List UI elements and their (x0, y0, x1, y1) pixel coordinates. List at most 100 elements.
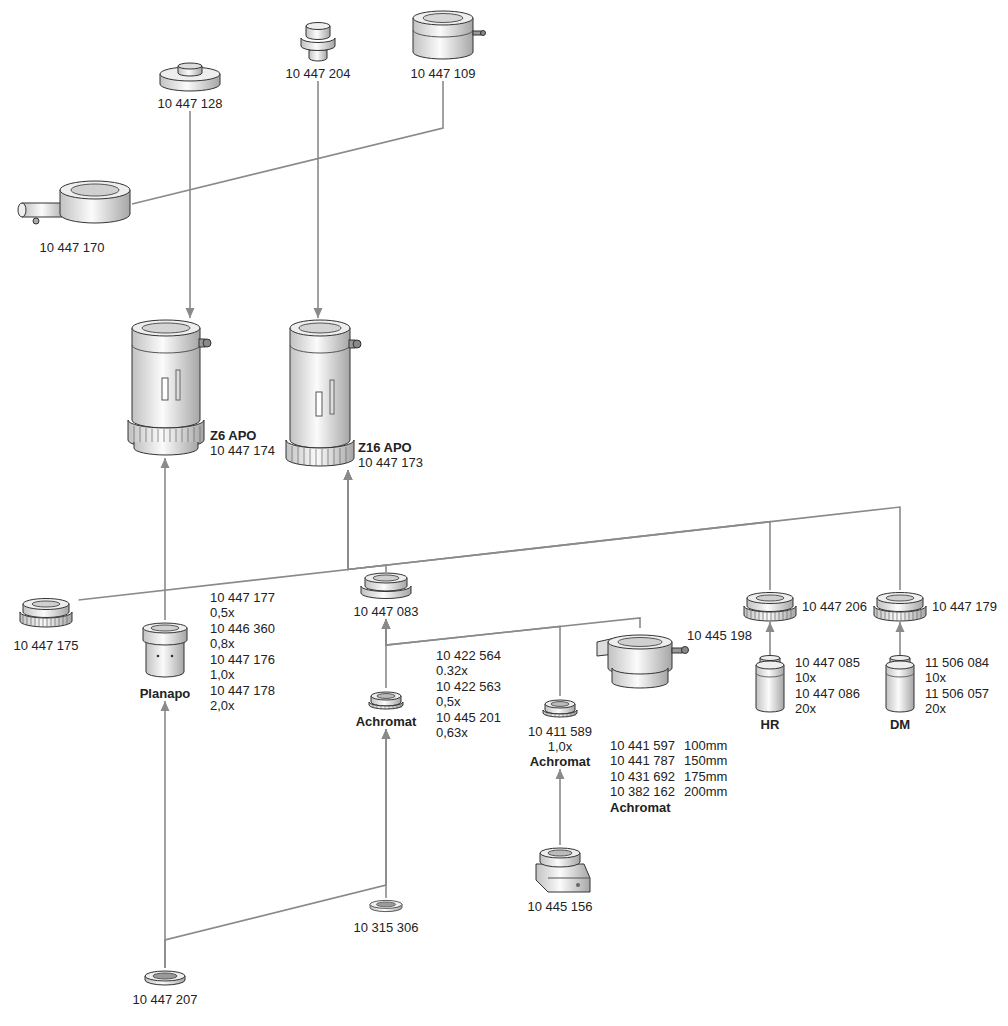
part-drawing-slot (143, 968, 187, 988)
arrow-head (344, 470, 353, 480)
coaxial-illuminator-drawing (18, 181, 130, 224)
connector (161, 701, 170, 968)
spec-label: 10 446 360 (210, 621, 275, 636)
zoom-body-drawing (128, 320, 211, 455)
part-drawing-slot (140, 620, 190, 680)
text-column: 10 447 206 (802, 599, 867, 614)
connector (344, 470, 387, 572)
connector-line (164, 458, 166, 620)
connector-line (559, 769, 561, 845)
connector (556, 769, 565, 845)
part-node: 10 411 5891,0xAchromat (528, 696, 592, 769)
spec-label: 20x (925, 701, 946, 716)
text-column: 10 445 198 (687, 628, 752, 643)
spec-label: 200mm (684, 784, 727, 799)
spec-label: 10 422 564 (436, 648, 501, 663)
arrow-head (161, 701, 170, 711)
arrow-head (344, 470, 353, 480)
arrow-head (161, 458, 170, 468)
arrow-head (766, 622, 775, 632)
arrow-head (382, 619, 391, 629)
part-node: Z6 APO10 447 174 (128, 318, 275, 458)
part-node: DM (882, 655, 918, 732)
part-number: 10 447 206 (802, 599, 867, 614)
spec-label: 0.32x (436, 663, 468, 678)
spec-label: 100mm (684, 738, 727, 753)
part-drawing-slot (752, 655, 788, 715)
text-column: Z16 APO10 447 173 (358, 440, 423, 470)
part-node: Planapo (140, 620, 191, 701)
part-number: 10 447 204 (285, 66, 350, 81)
spec-label: 0,5x (210, 605, 235, 620)
part-caption: 10 447 174 (210, 443, 275, 458)
part-drawing-slot (128, 318, 208, 458)
text-column: Z6 APO10 447 174 (210, 428, 275, 458)
part-number: 10 411 589 (528, 724, 592, 739)
connector (79, 470, 353, 600)
part-drawing-slot (872, 590, 928, 622)
part-drawing-slot (12, 178, 132, 232)
part-drawing-slot (368, 898, 404, 914)
part-number: 10 445 198 (687, 628, 752, 643)
arrow-head (556, 769, 565, 779)
part-drawing-slot (368, 688, 404, 710)
part-number: 10 447 170 (39, 240, 104, 255)
part-node: 10 447 170 (12, 178, 132, 255)
connector (344, 470, 901, 590)
arrow-head (186, 308, 195, 318)
spec-label: 10 447 086 (795, 686, 860, 701)
connector-line (164, 701, 166, 968)
text-column: 10 447 179 (932, 599, 997, 614)
arrow-head (896, 622, 905, 632)
spec-label: 11 506 057 (925, 686, 989, 701)
arrow-head (382, 619, 391, 629)
part-node: 10 447 175 (13, 596, 78, 653)
zoom-body-drawing (286, 320, 361, 466)
arrow-head (344, 470, 353, 480)
illuminator-drawing (597, 635, 689, 688)
adapter-drawing (301, 23, 335, 62)
part-number: 10 447 179 (932, 599, 997, 614)
part-node: Z16 APO10 447 173 (286, 318, 423, 470)
spec-label: 10 447 176 (210, 652, 275, 667)
spec-label: 150mm (684, 753, 727, 768)
connector-line (348, 470, 386, 572)
spec-label: 10 447 178 (210, 683, 275, 698)
connector (314, 81, 323, 318)
spec-label: 10 447 177 (210, 590, 275, 605)
spec-label: 0,5x (436, 694, 461, 709)
part-number: 10 447 207 (132, 992, 197, 1007)
part-node: 10 447 204 (285, 22, 350, 81)
part-number: Achromat (356, 714, 417, 729)
connector (896, 622, 905, 655)
part-drawing-slot (410, 8, 476, 60)
part-number: Z16 APO (358, 440, 423, 455)
spec-label: Achromat (610, 800, 671, 815)
arrow-head (314, 308, 323, 318)
spec-label: 10x (925, 670, 946, 685)
spec-label: 10 447 085 (795, 655, 860, 670)
part-node: 10 447 207 (132, 968, 197, 1007)
part-drawing-slot (298, 22, 338, 62)
spec-label: 10 422 563 (436, 679, 501, 694)
connector-line (348, 470, 900, 590)
spec-label: 10 441 597 (610, 738, 675, 753)
part-number: Z6 APO (210, 428, 275, 443)
part-number: 10 315 306 (353, 920, 418, 935)
part-caption: 1,0x (548, 739, 573, 754)
part-node: 10 315 306 (353, 898, 418, 935)
part-number: 10 447 175 (13, 638, 78, 653)
part-node: 10 447 128 (157, 62, 222, 111)
part-number: 10 447 083 (353, 604, 418, 619)
part-drawing-slot (742, 590, 798, 622)
part-number: 10 447 109 (410, 66, 475, 81)
part-drawing-slot (359, 572, 413, 600)
part-drawing-slot (538, 696, 582, 718)
part-number: DM (890, 717, 910, 732)
spec-label: 10 445 201 (436, 710, 501, 725)
connector (382, 729, 391, 898)
connector-line (348, 470, 770, 590)
part-node: Achromat (356, 688, 417, 729)
spec-label: 10 382 162 (610, 784, 675, 799)
